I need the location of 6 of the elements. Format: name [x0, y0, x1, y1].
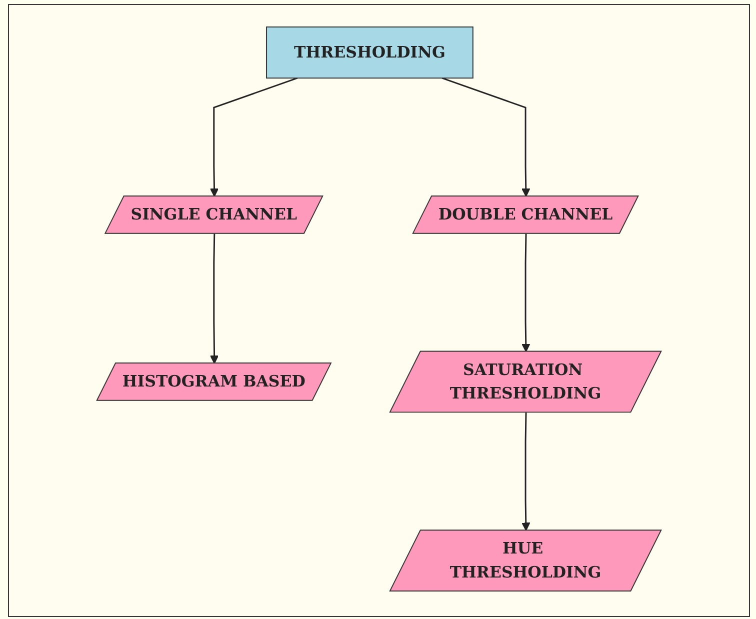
arrow	[442, 76, 530, 196]
arrow	[210, 76, 298, 196]
node-box: THRESHOLDING	[266, 26, 474, 78]
arrow	[522, 233, 530, 352]
arrow	[522, 412, 530, 530]
arrow	[210, 233, 219, 364]
